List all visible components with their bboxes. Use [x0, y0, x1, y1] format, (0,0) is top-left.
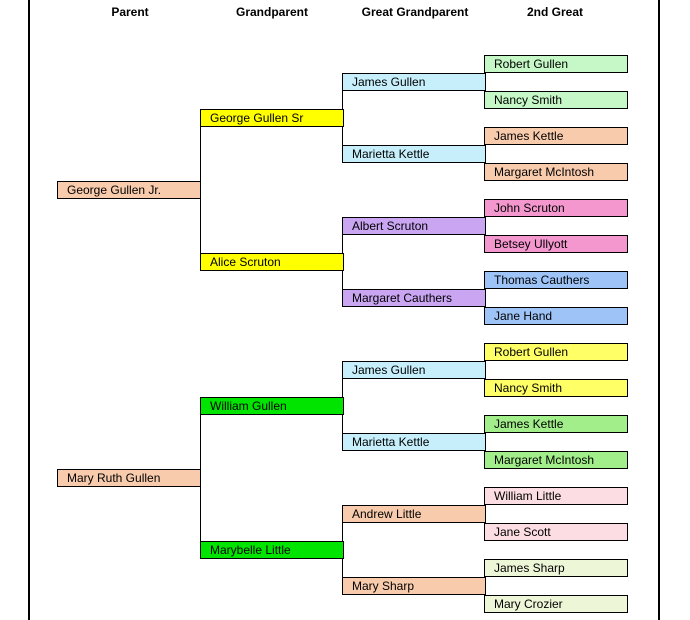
sheet-right-border — [658, 0, 660, 620]
person-grandparent[interactable]: William Gullen — [200, 397, 344, 415]
person-grandparent[interactable]: Marybelle Little — [200, 541, 344, 559]
header-grandparent: Grandparent — [235, 5, 308, 19]
person-great-grandparent[interactable]: Mary Sharp — [342, 577, 486, 595]
person-second-great[interactable]: Thomas Cauthers — [484, 271, 628, 289]
person-second-great[interactable]: Betsey Ullyott — [484, 235, 628, 253]
person-great-grandparent[interactable]: Andrew Little — [342, 505, 486, 523]
person-second-great[interactable]: Jane Hand — [484, 307, 628, 325]
person-grandparent[interactable]: George Gullen Sr — [200, 109, 344, 127]
person-grandparent[interactable]: Alice Scruton — [200, 253, 344, 271]
person-second-great[interactable]: Margaret McIntosh — [484, 451, 628, 469]
header-parent: Parent — [111, 5, 149, 19]
person-second-great[interactable]: Robert Gullen — [484, 55, 628, 73]
person-great-grandparent[interactable]: James Gullen — [342, 73, 486, 91]
person-second-great[interactable]: James Sharp — [484, 559, 628, 577]
person-great-grandparent[interactable]: Albert Scruton — [342, 217, 486, 235]
person-second-great[interactable]: Nancy Smith — [484, 91, 628, 109]
person-second-great[interactable]: Robert Gullen — [484, 343, 628, 361]
person-second-great[interactable]: John Scruton — [484, 199, 628, 217]
person-great-grandparent[interactable]: Margaret Cauthers — [342, 289, 486, 307]
person-parent[interactable]: George Gullen Jr. — [57, 181, 201, 199]
person-second-great[interactable]: Jane Scott — [484, 523, 628, 541]
person-great-grandparent[interactable]: Marietta Kettle — [342, 145, 486, 163]
header-second-great: 2nd Great — [526, 5, 583, 19]
person-second-great[interactable]: William Little — [484, 487, 628, 505]
person-second-great[interactable]: James Kettle — [484, 415, 628, 433]
sheet-left-border — [28, 0, 30, 620]
person-great-grandparent[interactable]: Marietta Kettle — [342, 433, 486, 451]
header-great-grandparent: Great Grandparent — [361, 5, 469, 19]
person-second-great[interactable]: Nancy Smith — [484, 379, 628, 397]
person-second-great[interactable]: Margaret McIntosh — [484, 163, 628, 181]
person-second-great[interactable]: James Kettle — [484, 127, 628, 145]
person-great-grandparent[interactable]: James Gullen — [342, 361, 486, 379]
person-parent[interactable]: Mary Ruth Gullen — [57, 469, 201, 487]
person-second-great[interactable]: Mary Crozier — [484, 595, 628, 613]
